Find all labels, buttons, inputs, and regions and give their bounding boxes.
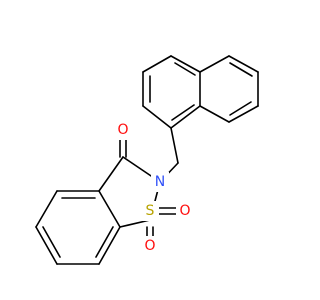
bond-inner bbox=[42, 226, 61, 258]
sulfur-label: S bbox=[146, 203, 155, 219]
atom-label-sulfur: S bbox=[141, 201, 159, 221]
bond bbox=[98, 190, 121, 228]
naphthalene-ring-a bbox=[142, 55, 201, 129]
bond-inner bbox=[229, 62, 253, 77]
atom-label-sulfonyl-oxygen-bottom: O bbox=[141, 236, 159, 256]
atom-label-sulfonyl-oxygen-right: O bbox=[176, 201, 194, 221]
bond bbox=[199, 105, 230, 123]
bond-inner bbox=[95, 226, 114, 258]
bond bbox=[170, 127, 179, 164]
naphthalene-ring-b bbox=[199, 55, 259, 123]
benzo-ring bbox=[35, 190, 121, 265]
atom-label-carbonyl-oxygen: O bbox=[114, 120, 132, 140]
oxygen-label: O bbox=[117, 122, 128, 138]
structure-canvas: O N S O O bbox=[35, 55, 259, 265]
bond bbox=[35, 190, 58, 228]
bond-inner bbox=[171, 104, 195, 121]
bond bbox=[199, 55, 230, 73]
nitrogen-label: N bbox=[155, 174, 165, 190]
bond bbox=[228, 55, 259, 73]
bond-inner bbox=[174, 62, 196, 76]
bond-inner bbox=[229, 101, 252, 116]
bond bbox=[142, 55, 172, 73]
bond bbox=[170, 55, 201, 73]
bond bbox=[98, 156, 124, 192]
bond bbox=[35, 226, 58, 265]
oxygen-label: O bbox=[179, 203, 190, 219]
bond bbox=[142, 105, 172, 129]
bond bbox=[119, 219, 151, 228]
bond bbox=[170, 105, 201, 129]
oxygen-label: O bbox=[144, 238, 155, 254]
carbonyl-bond bbox=[119, 137, 127, 158]
atom-label-nitrogen: N bbox=[151, 172, 169, 192]
bond bbox=[228, 105, 259, 123]
bond bbox=[98, 226, 121, 265]
molecule-drawing: O N S O O bbox=[35, 55, 259, 265]
